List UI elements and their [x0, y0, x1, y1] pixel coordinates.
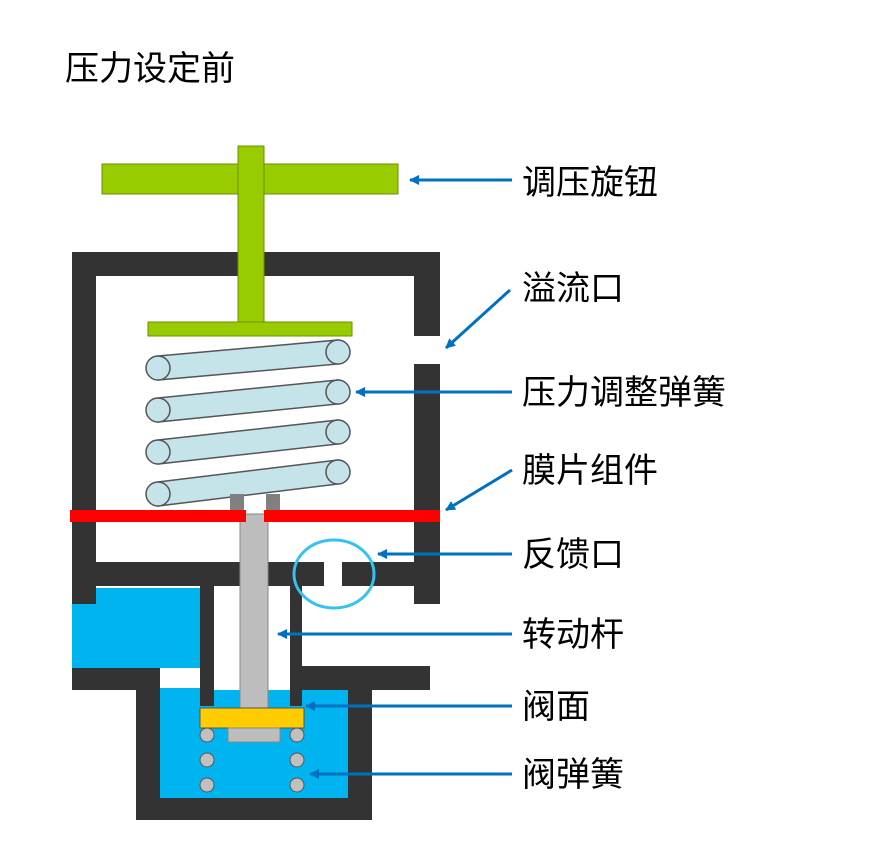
label-overflow-port: 溢流口	[522, 269, 624, 309]
label-knob: 调压旋钮	[522, 163, 658, 203]
label-valve-spring: 阀弹簧	[522, 755, 624, 795]
lower-body-bottom	[136, 798, 372, 820]
middle-plate-left-stub	[72, 586, 96, 604]
lower-body-right-ledge	[292, 666, 430, 690]
label-feedback-port: 反馈口	[522, 535, 624, 575]
knob-stem	[237, 145, 265, 323]
label-rotating-rod: 转动杆	[522, 615, 624, 655]
diaphragm-right	[264, 510, 440, 522]
overflow-port-arrow	[444, 288, 512, 350]
diaphragm-stub-right	[266, 494, 280, 514]
pressure-spring	[145, 339, 351, 507]
valve-face	[199, 707, 305, 729]
lower-body-right-wall	[348, 690, 372, 820]
body-right-wall-upper	[414, 252, 440, 336]
diaphragm-stub-left	[230, 494, 244, 514]
diaphragm-left	[70, 510, 246, 522]
diagram-title: 压力设定前	[65, 49, 235, 89]
middle-plate-left	[72, 562, 324, 586]
middle-plate-right	[342, 562, 440, 586]
lower-body-left-wall	[136, 668, 160, 820]
valve-spring	[199, 727, 305, 793]
valve-stem-base	[227, 727, 281, 743]
label-valve-face: 阀面	[522, 687, 590, 727]
guide-wall-left	[200, 586, 214, 706]
diaphragm-arrow	[445, 468, 513, 512]
rotating-rod	[239, 513, 269, 711]
feedback-highlight	[292, 538, 376, 610]
pointer-arrows	[277, 175, 513, 779]
label-pressure-spring: 压力调整弹簧	[522, 373, 726, 413]
label-diaphragm: 膜片组件	[522, 451, 658, 491]
spring-seat	[147, 321, 353, 337]
